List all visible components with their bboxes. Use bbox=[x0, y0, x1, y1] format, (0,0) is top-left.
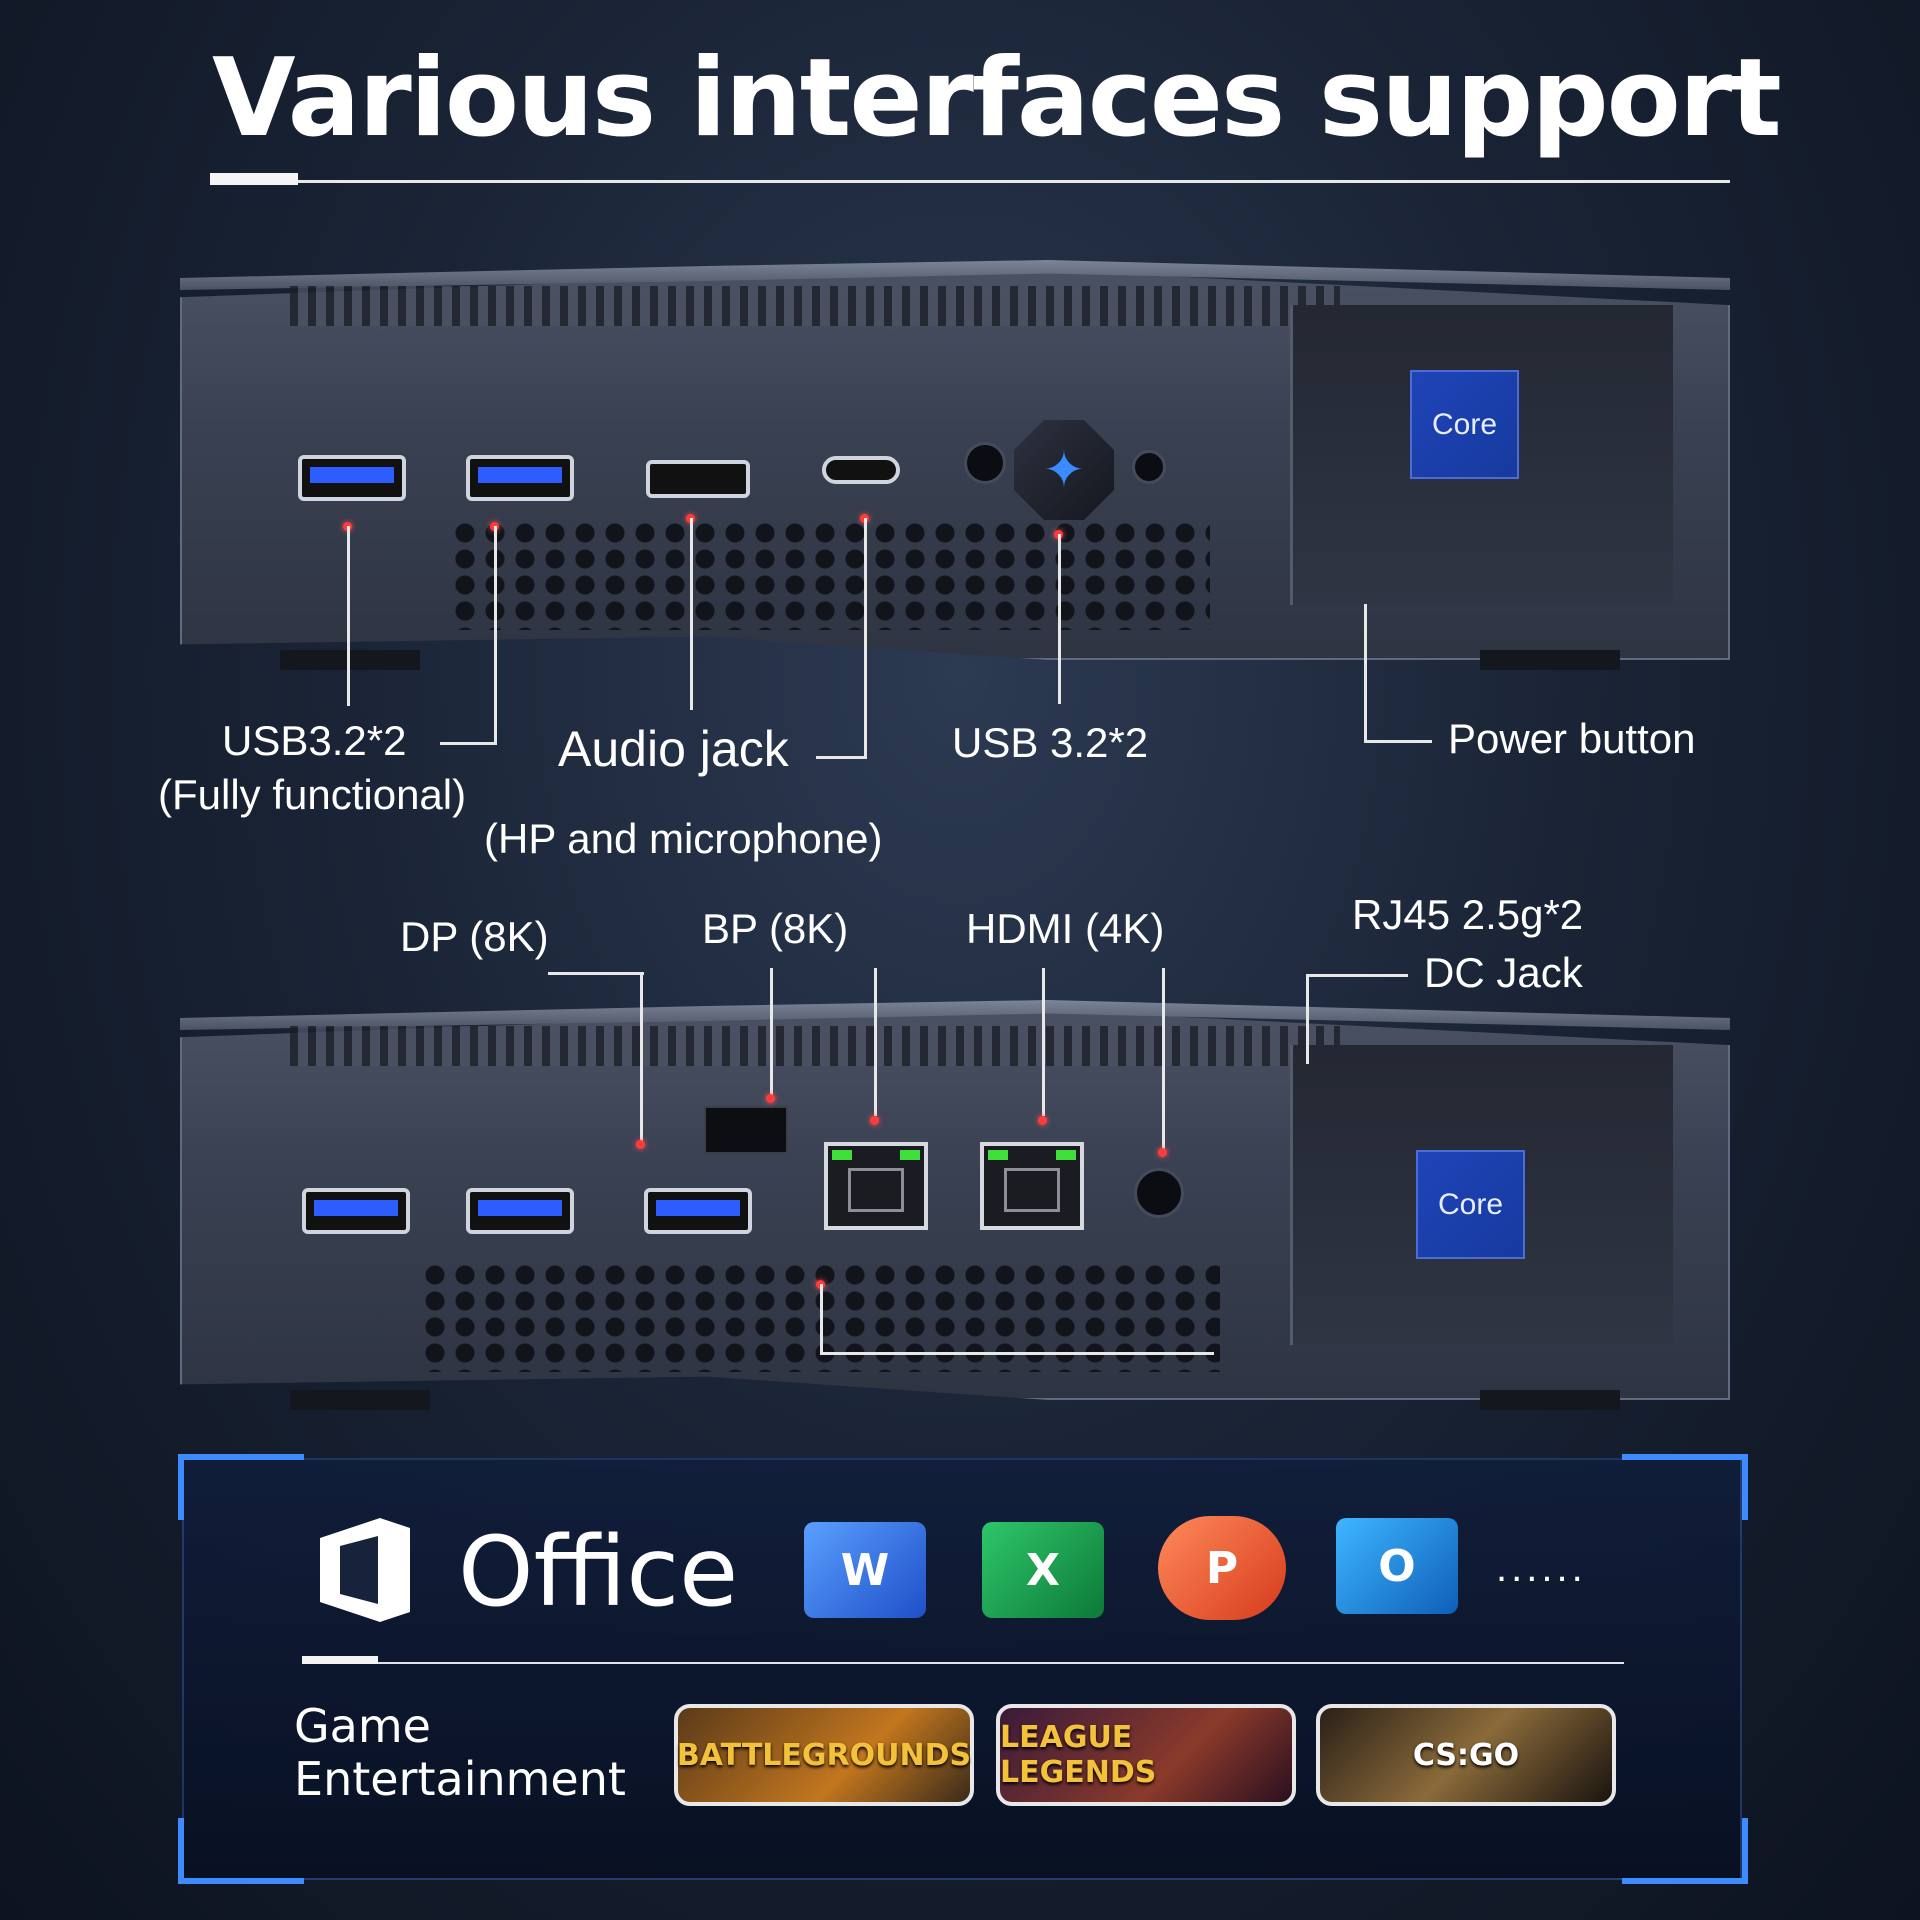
mini-pc-rear: Core bbox=[180, 990, 1730, 1410]
pointer-line bbox=[1306, 974, 1408, 977]
label-power: Power button bbox=[1448, 715, 1696, 762]
panel-corner bbox=[178, 1818, 304, 1884]
top-vents bbox=[290, 286, 1340, 326]
label-usb-left: USB3.2*2 bbox=[222, 717, 407, 764]
pointer-line bbox=[640, 972, 643, 1144]
usb-port-1 bbox=[298, 455, 406, 501]
usb-port-2 bbox=[466, 455, 574, 501]
usb-port-2 bbox=[466, 1188, 574, 1234]
pointer-line bbox=[816, 756, 867, 759]
pointer-dot bbox=[636, 1140, 645, 1149]
office-label: Office bbox=[458, 1516, 739, 1628]
device-foot bbox=[280, 650, 420, 670]
pointer-line bbox=[864, 518, 867, 758]
pointer-line bbox=[440, 742, 497, 745]
pointer-line bbox=[548, 972, 644, 975]
label-audio: Audio jack bbox=[558, 721, 789, 777]
device-foot bbox=[1480, 650, 1620, 670]
label-usb-left-sub: (Fully functional) bbox=[158, 771, 467, 818]
page-title: Various interfaces support bbox=[212, 36, 1782, 161]
mini-pc-front: Core ✦ bbox=[180, 250, 1730, 670]
pointer-line bbox=[1058, 534, 1061, 704]
title-underline-accent bbox=[210, 173, 298, 185]
usb-port-3 bbox=[646, 460, 750, 498]
more-apps-ellipsis: ...... bbox=[1496, 1546, 1587, 1590]
indicator-hole bbox=[1132, 450, 1166, 484]
label-hdmi: HDMI (4K) bbox=[966, 905, 1165, 952]
powerpoint-icon: P bbox=[1158, 1516, 1286, 1620]
excel-icon: X bbox=[982, 1522, 1104, 1618]
pointer-line bbox=[820, 1352, 1214, 1355]
pointer-dot bbox=[766, 1094, 775, 1103]
label-usb-right: USB 3.2*2 bbox=[952, 719, 1149, 766]
pointer-line bbox=[1364, 740, 1432, 743]
pointer-line bbox=[820, 1284, 823, 1354]
honeycomb-vent bbox=[450, 520, 1210, 630]
label-dp1: DP (8K) bbox=[400, 913, 549, 960]
displayport bbox=[704, 1106, 788, 1154]
panel-corner bbox=[1622, 1454, 1748, 1520]
pointer-line bbox=[347, 526, 350, 706]
core-sticker: Core bbox=[1416, 1150, 1525, 1259]
panel-corner bbox=[1622, 1818, 1748, 1884]
game-card-csgo: CS:GO bbox=[1316, 1704, 1616, 1806]
office-logo-icon bbox=[320, 1518, 410, 1622]
top-vents bbox=[290, 1026, 1340, 1066]
game-card-lol: LEAGUE LEGENDS bbox=[996, 1704, 1296, 1806]
usb-port-1 bbox=[302, 1188, 410, 1234]
power-button-icon: ✦ bbox=[1014, 420, 1114, 520]
label-dp2: BP (8K) bbox=[702, 905, 849, 952]
pointer-line bbox=[1306, 974, 1309, 1064]
label-rj45: RJ45 2.5g*2 bbox=[1352, 891, 1584, 938]
audio-jack bbox=[964, 442, 1006, 484]
device-foot bbox=[290, 1390, 430, 1410]
usb-c-port bbox=[822, 456, 900, 484]
panel-corner bbox=[178, 1454, 304, 1520]
label-dc: DC Jack bbox=[1424, 949, 1583, 996]
pointer-line bbox=[494, 526, 497, 744]
usb-port-3 bbox=[644, 1188, 752, 1234]
pointer-dot bbox=[1038, 1116, 1047, 1125]
software-panel bbox=[182, 1458, 1742, 1880]
word-icon: W bbox=[804, 1522, 926, 1618]
panel-divider-accent bbox=[302, 1656, 378, 1664]
pointer-dot bbox=[1158, 1148, 1167, 1157]
device-foot bbox=[1480, 1390, 1620, 1410]
pointer-line bbox=[770, 968, 773, 1098]
pointer-line bbox=[874, 968, 877, 1116]
title-underline bbox=[210, 180, 1730, 183]
pointer-line bbox=[1162, 968, 1165, 1150]
game-label: Game Entertainment bbox=[294, 1699, 626, 1807]
game-card-pubg: BATTLEGROUNDS bbox=[674, 1704, 974, 1806]
dc-jack bbox=[1134, 1168, 1184, 1218]
panel-divider bbox=[302, 1662, 1624, 1664]
pointer-line bbox=[690, 518, 693, 710]
outlook-icon: O bbox=[1336, 1518, 1458, 1614]
pointer-dot bbox=[870, 1116, 879, 1125]
pointer-line bbox=[1042, 968, 1045, 1116]
pointer-line bbox=[1364, 604, 1367, 742]
rj45-port-1 bbox=[824, 1142, 928, 1230]
rj45-port-2 bbox=[980, 1142, 1084, 1230]
core-sticker: Core bbox=[1410, 370, 1519, 479]
label-audio-sub: (HP and microphone) bbox=[484, 815, 883, 862]
